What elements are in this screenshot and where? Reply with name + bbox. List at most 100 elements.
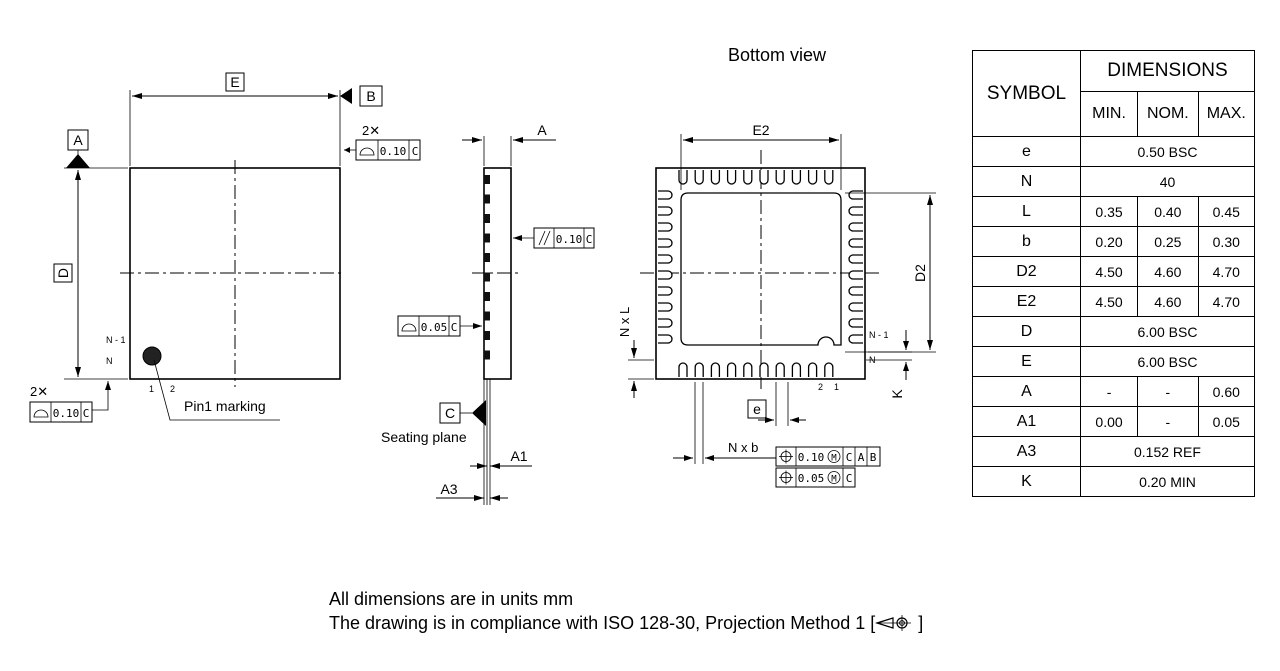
table-cell-symbol: e <box>972 136 1081 167</box>
pad <box>759 362 769 377</box>
svg-text:0.10: 0.10 <box>380 145 407 158</box>
bottom-view-title: Bottom view <box>728 45 827 65</box>
bottom-pads <box>658 170 863 377</box>
two-x-top: 2✕ <box>362 123 380 138</box>
table-cell-max: 0.45 <box>1197 196 1256 227</box>
side-view: A 0.10 C 0.05 C C <box>381 122 595 505</box>
table-cell-nom: 4.60 <box>1137 286 1199 317</box>
pad <box>658 318 673 328</box>
svg-text:C: C <box>846 451 853 464</box>
top-pin-2: 2 <box>170 384 175 394</box>
svg-text:M: M <box>831 475 837 485</box>
pad <box>848 190 863 200</box>
table-cell-nom: 0.40 <box>1137 196 1199 227</box>
n-x-l-label: N x L <box>617 307 632 337</box>
projection-method-1-icon <box>875 615 912 631</box>
pad <box>848 302 863 312</box>
table-cell-symbol: D <box>972 316 1081 347</box>
pad <box>743 170 753 185</box>
pad <box>824 362 834 377</box>
pad <box>694 170 704 185</box>
profile-tolerance-top: 0.10 C <box>355 139 421 161</box>
footnote-iso: The drawing is in compliance with ISO 12… <box>329 613 923 634</box>
dim-e-pitch-box <box>747 399 767 419</box>
header-nom: NOM. <box>1137 91 1199 137</box>
pad <box>791 170 802 185</box>
pad <box>710 362 721 377</box>
table-cell-min: 0.35 <box>1079 196 1139 227</box>
side-lead <box>484 311 490 321</box>
max-material-icon: M <box>827 471 841 485</box>
table-row: A--0.60 <box>972 376 1256 407</box>
pin1-dot <box>142 346 162 366</box>
table-cell-symbol: A <box>972 376 1081 407</box>
table-cell-symbol: E2 <box>972 286 1081 317</box>
table-cell-nom: - <box>1137 376 1199 407</box>
side-lead <box>484 253 490 262</box>
datum-d-box <box>53 263 73 283</box>
position-tolerance-1: 0.10 M C A B <box>775 446 881 467</box>
footnote-iso-close: ] <box>913 613 924 633</box>
pad <box>791 362 802 377</box>
top-pin-n-minus-1: N - 1 <box>106 335 126 345</box>
pad <box>848 222 863 232</box>
pad <box>658 206 673 216</box>
dim-d-label: D <box>55 268 71 278</box>
pad <box>678 362 688 377</box>
table-cell-symbol: K <box>972 466 1081 497</box>
svg-text:C: C <box>412 145 419 158</box>
svg-text:C: C <box>83 407 90 420</box>
dim-e-label: E <box>230 74 239 90</box>
table-cell-nom: 0.25 <box>1137 226 1199 257</box>
pad <box>658 190 673 200</box>
pad <box>658 302 673 312</box>
side-lead <box>484 350 490 360</box>
pad <box>775 362 785 377</box>
side-lead <box>484 292 490 301</box>
table-cell-value: 0.50 BSC <box>1079 136 1256 167</box>
side-lead <box>484 175 490 184</box>
position-tolerance-2: 0.05 M C <box>775 467 856 488</box>
table-cell-symbol: L <box>972 196 1081 227</box>
side-lead <box>484 214 490 223</box>
side-lead <box>484 272 490 282</box>
pad <box>726 170 737 185</box>
position-icon <box>779 449 793 464</box>
svg-text:0.10: 0.10 <box>556 233 583 246</box>
table-cell-value: 6.00 BSC <box>1079 346 1256 377</box>
svg-text:0.10: 0.10 <box>798 451 825 464</box>
svg-text:0.05: 0.05 <box>421 321 448 334</box>
bottom-view: Bottom view E2 D2 N x L <box>617 45 936 488</box>
pad <box>658 270 673 280</box>
table-cell-max: 4.70 <box>1197 286 1256 317</box>
max-material-icon: M <box>827 450 841 464</box>
pad <box>726 362 737 377</box>
datum-b-box <box>359 85 383 107</box>
table-cell-value: 6.00 BSC <box>1079 316 1256 347</box>
bottom-pin-n: N <box>869 355 876 365</box>
footnote-iso-text: The drawing is in compliance with ISO 12… <box>329 613 876 633</box>
n-x-b-label: N x b <box>728 440 758 455</box>
dim-a-label: A <box>537 122 547 138</box>
pad <box>848 318 863 328</box>
svg-text:B: B <box>870 451 877 464</box>
pad <box>848 238 863 248</box>
pad <box>848 254 863 264</box>
pad <box>848 334 863 344</box>
side-lead <box>484 194 490 204</box>
dim-d2-label: D2 <box>912 264 928 282</box>
pin1-marking-label: Pin1 marking <box>184 398 266 414</box>
parallelism-tolerance: 0.10 C <box>533 227 595 249</box>
dim-a3-label: A3 <box>440 481 457 497</box>
profile-of-surface-icon <box>359 147 375 156</box>
side-lead <box>484 233 490 243</box>
